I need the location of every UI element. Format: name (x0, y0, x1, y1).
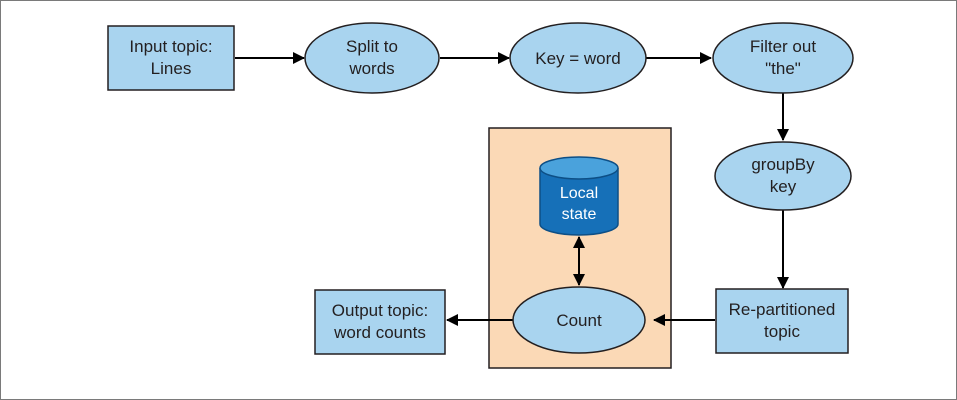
input-topic-line1: Input topic: (129, 37, 212, 56)
filter-node: Filter out "the" (712, 22, 854, 94)
split-line2: words (348, 59, 394, 78)
count-line1: Count (556, 311, 602, 330)
split-line1: Split to (346, 37, 398, 56)
key-line1: Key = word (535, 49, 621, 68)
repartitioned-node: Re-partitioned topic (715, 288, 849, 354)
local-state-line1: Local (560, 185, 598, 202)
filter-line2: "the" (765, 59, 801, 78)
input-topic-node: Input topic: Lines (107, 25, 235, 91)
repartitioned-line1: Re-partitioned (729, 300, 836, 319)
output-topic-node: Output topic: word counts (314, 289, 446, 355)
filter-line1: Filter out (750, 37, 816, 56)
input-topic-line2: Lines (151, 59, 192, 78)
split-node: Split to words (304, 22, 440, 94)
local-state-line2: state (562, 206, 597, 223)
count-node: Count (512, 286, 646, 354)
output-topic-line2: word counts (333, 323, 426, 342)
groupby-node: groupBy key (714, 141, 852, 211)
groupby-line1: groupBy (751, 155, 815, 174)
output-topic-line1: Output topic: (332, 301, 428, 320)
key-node: Key = word (509, 22, 647, 94)
database-icon: Local state (539, 156, 619, 236)
groupby-line2: key (770, 177, 797, 196)
repartitioned-line2: topic (764, 322, 800, 341)
